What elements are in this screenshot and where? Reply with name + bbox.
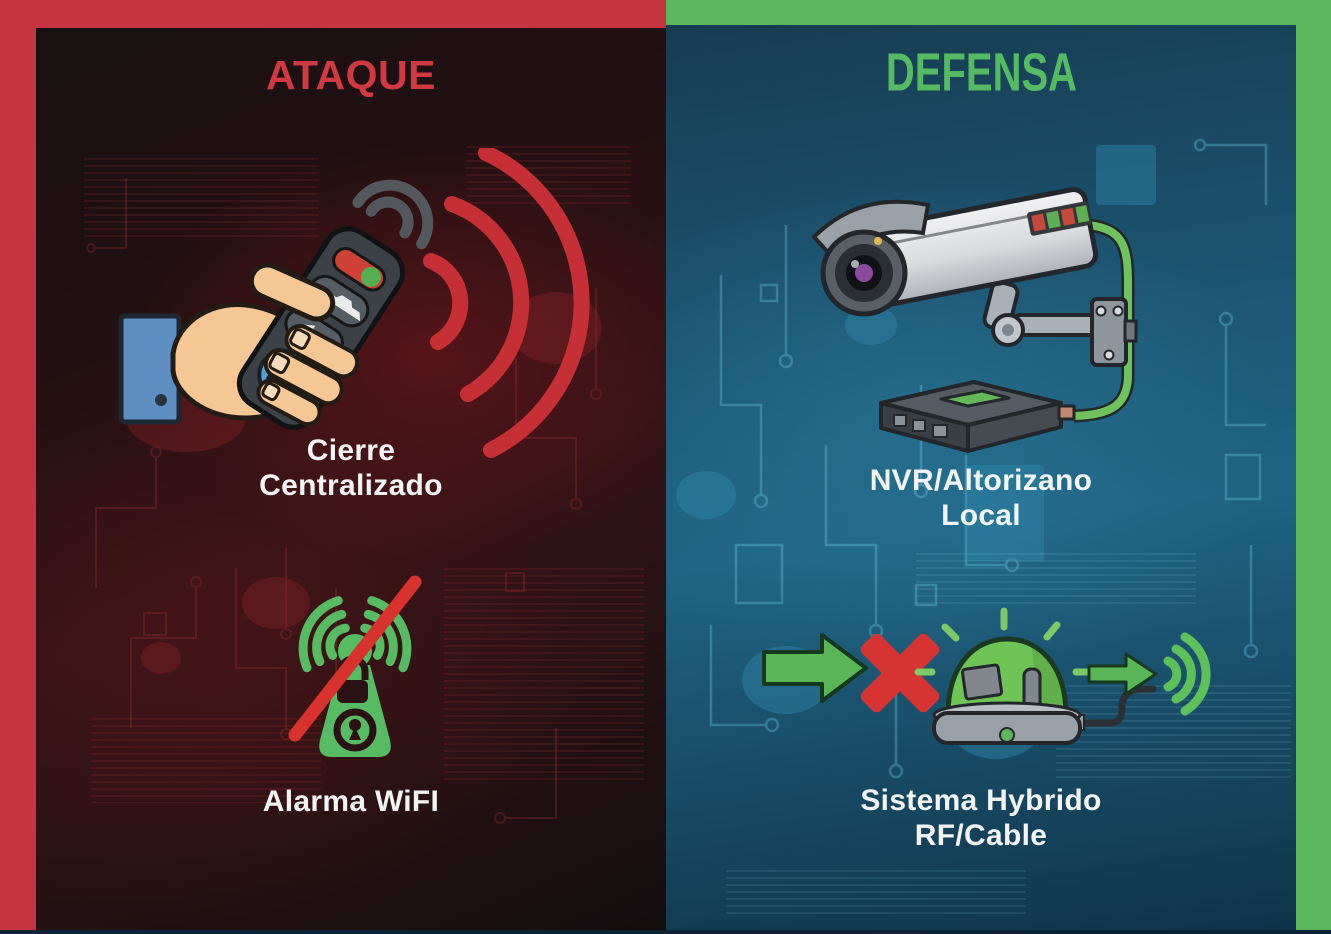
hand-fingers — [256, 324, 360, 427]
attack-item2-label: Alarma WiFI — [36, 784, 666, 819]
attack-item1-line2: Centralizado — [259, 469, 443, 502]
nvr-box-icon — [879, 380, 1076, 453]
defense-frame: DEFENSA — [666, 0, 1331, 930]
sleeve — [118, 313, 182, 425]
defense-title-text: DEFENSA — [885, 41, 1077, 103]
defense-item1-line1: NVR/Altorizano — [869, 464, 1093, 497]
rf-waves-red-icon — [423, 148, 590, 458]
defense-item1-line2: Local — [941, 499, 1021, 532]
cctv-camera-nvr-icon — [811, 187, 1138, 453]
attack-frame: ATAQUE — [0, 0, 666, 930]
arrow-right-icon — [762, 633, 868, 703]
rf-signal-icon — [1163, 632, 1211, 716]
attack-item1-line1: Cierre — [306, 434, 396, 467]
camera-lens — [811, 199, 931, 317]
siren-sparks — [914, 607, 1093, 676]
hand-thumb — [248, 262, 336, 322]
defense-item2-label: Sistema Hybrido RF/Cable — [666, 783, 1296, 853]
attack-item1-label: Cierre Centralizado — [36, 433, 666, 503]
wifi-alarm-icon — [298, 596, 412, 757]
defense-item2-line2: RF/Cable — [914, 819, 1048, 852]
siren-icon — [932, 636, 1082, 745]
lock-unlock-button — [332, 247, 387, 292]
defense-panel: DEFENSA — [666, 25, 1296, 930]
arrow-right-small-icon — [1087, 652, 1158, 696]
code-noise — [726, 870, 1026, 915]
red-x-icon — [860, 633, 940, 713]
emit-waves-gray-icon — [352, 179, 434, 250]
camera-bracket — [982, 280, 1138, 367]
hybrid-siren-rf-cable-icon — [762, 607, 1211, 745]
wifi-alarm-blocked-icon — [288, 575, 422, 757]
blocked-slash-icon — [288, 575, 422, 742]
siren-cable — [1070, 685, 1157, 731]
defense-item1-label: NVR/Altorizano Local — [666, 463, 1296, 533]
attack-item2-text: Alarma WiFI — [262, 785, 440, 818]
status-lights-icon — [1027, 201, 1092, 236]
keyfob-remote-rf-attack-icon — [118, 148, 590, 458]
attack-title: ATAQUE — [265, 52, 437, 98]
attack-panel: ATAQUE — [36, 28, 666, 930]
defense-item2-line1: Sistema Hybrido — [860, 784, 1102, 817]
defense-title: DEFENSA — [666, 41, 1296, 103]
